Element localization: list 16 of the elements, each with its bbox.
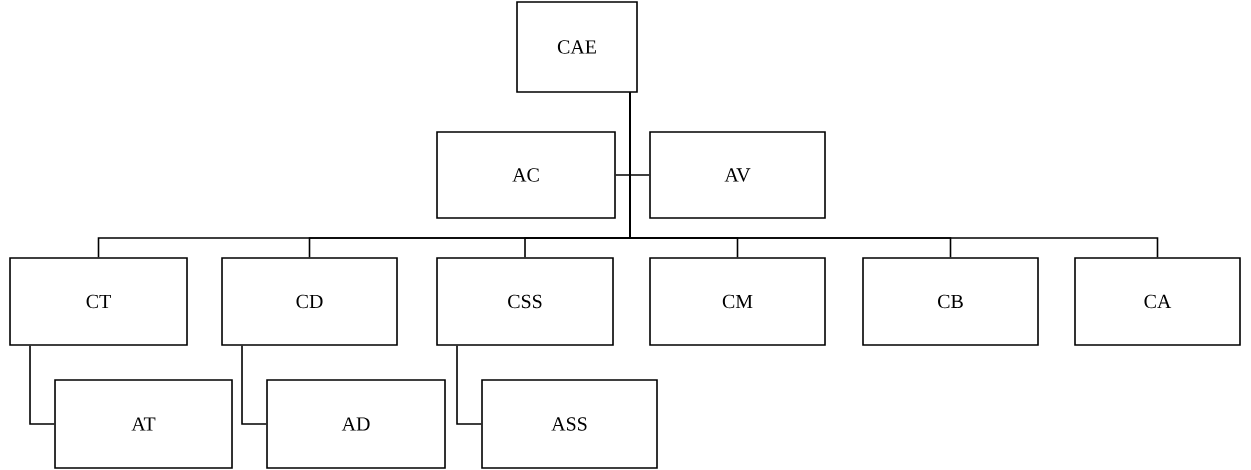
org-box: CSS xyxy=(436,257,614,346)
org-box: ASS xyxy=(481,379,658,469)
org-box: CD xyxy=(221,257,398,346)
connector-line xyxy=(29,344,55,425)
org-box: CAE xyxy=(516,1,638,93)
connector-line xyxy=(456,344,482,425)
org-box: AT xyxy=(54,379,233,469)
connector-line xyxy=(241,344,267,425)
org-box: AC xyxy=(436,131,616,219)
org-box: CT xyxy=(9,257,188,346)
org-box: CA xyxy=(1074,257,1241,346)
org-box: AD xyxy=(266,379,446,469)
org-box: AV xyxy=(649,131,826,219)
org-box: CB xyxy=(862,257,1039,346)
connector-line xyxy=(629,92,1159,258)
org-box: CM xyxy=(649,257,826,346)
